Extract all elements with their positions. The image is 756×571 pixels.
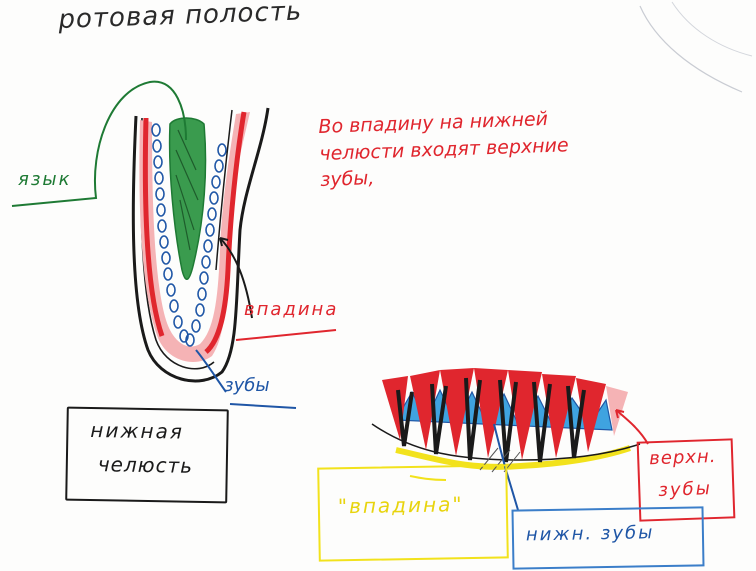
- hollow-quoted-pointer: [409, 475, 447, 481]
- lower-jaw-figure: [131, 107, 270, 383]
- hollow-label: впадина: [244, 299, 339, 320]
- gum-line-right: [204, 111, 247, 354]
- lower-teeth-caption-box: нижн. зубы: [511, 506, 705, 570]
- upper-teeth-pointer: [615, 409, 649, 445]
- hollow-caption: "впадина": [337, 492, 464, 519]
- teeth-right: [185, 143, 227, 347]
- tongue-hatch: [175, 129, 199, 251]
- lower-jaw-caption-line1: нижная: [90, 418, 185, 444]
- teeth-left: [151, 123, 189, 343]
- pencil-mark: [671, 1, 753, 57]
- hatch: [479, 447, 521, 473]
- lower-teeth-caption: нижн. зубы: [525, 522, 655, 546]
- tongue-label: язык: [18, 169, 72, 190]
- upper-teeth-shape: [382, 368, 628, 463]
- lower-jaw-caption-box: нижная челюсть: [65, 406, 229, 504]
- tongue-shape: [168, 117, 207, 280]
- explanatory-note: Во впадину на нижней челюсти входят верх…: [318, 107, 569, 192]
- gum: [139, 112, 250, 362]
- hollow-caption-box: "впадина": [317, 464, 509, 562]
- teeth-label: зубы: [224, 375, 270, 396]
- lower-teeth-pointer: [493, 423, 519, 511]
- hollow-arrowhead: [219, 237, 229, 247]
- groove-line: [215, 109, 233, 271]
- teeth-figure: [371, 368, 641, 473]
- lower-jaw-caption-line2: челюсть: [97, 452, 194, 478]
- hollow-underline: [235, 329, 337, 341]
- pencil-mark: [639, 5, 743, 93]
- upper-teeth-arrowhead: [615, 409, 625, 419]
- upper-teeth-caption-line2: зубы: [657, 478, 713, 501]
- jaw-outline: [131, 107, 270, 383]
- tongue-pointer: [11, 80, 187, 207]
- gum-line-left: [142, 117, 165, 337]
- hollow-yellow: [395, 445, 631, 470]
- teeth-pointer: [195, 349, 297, 409]
- upper-teeth-caption-line1: верхн.: [648, 445, 717, 470]
- gum-line-black: [371, 423, 641, 461]
- hollow-pointer: [219, 237, 253, 319]
